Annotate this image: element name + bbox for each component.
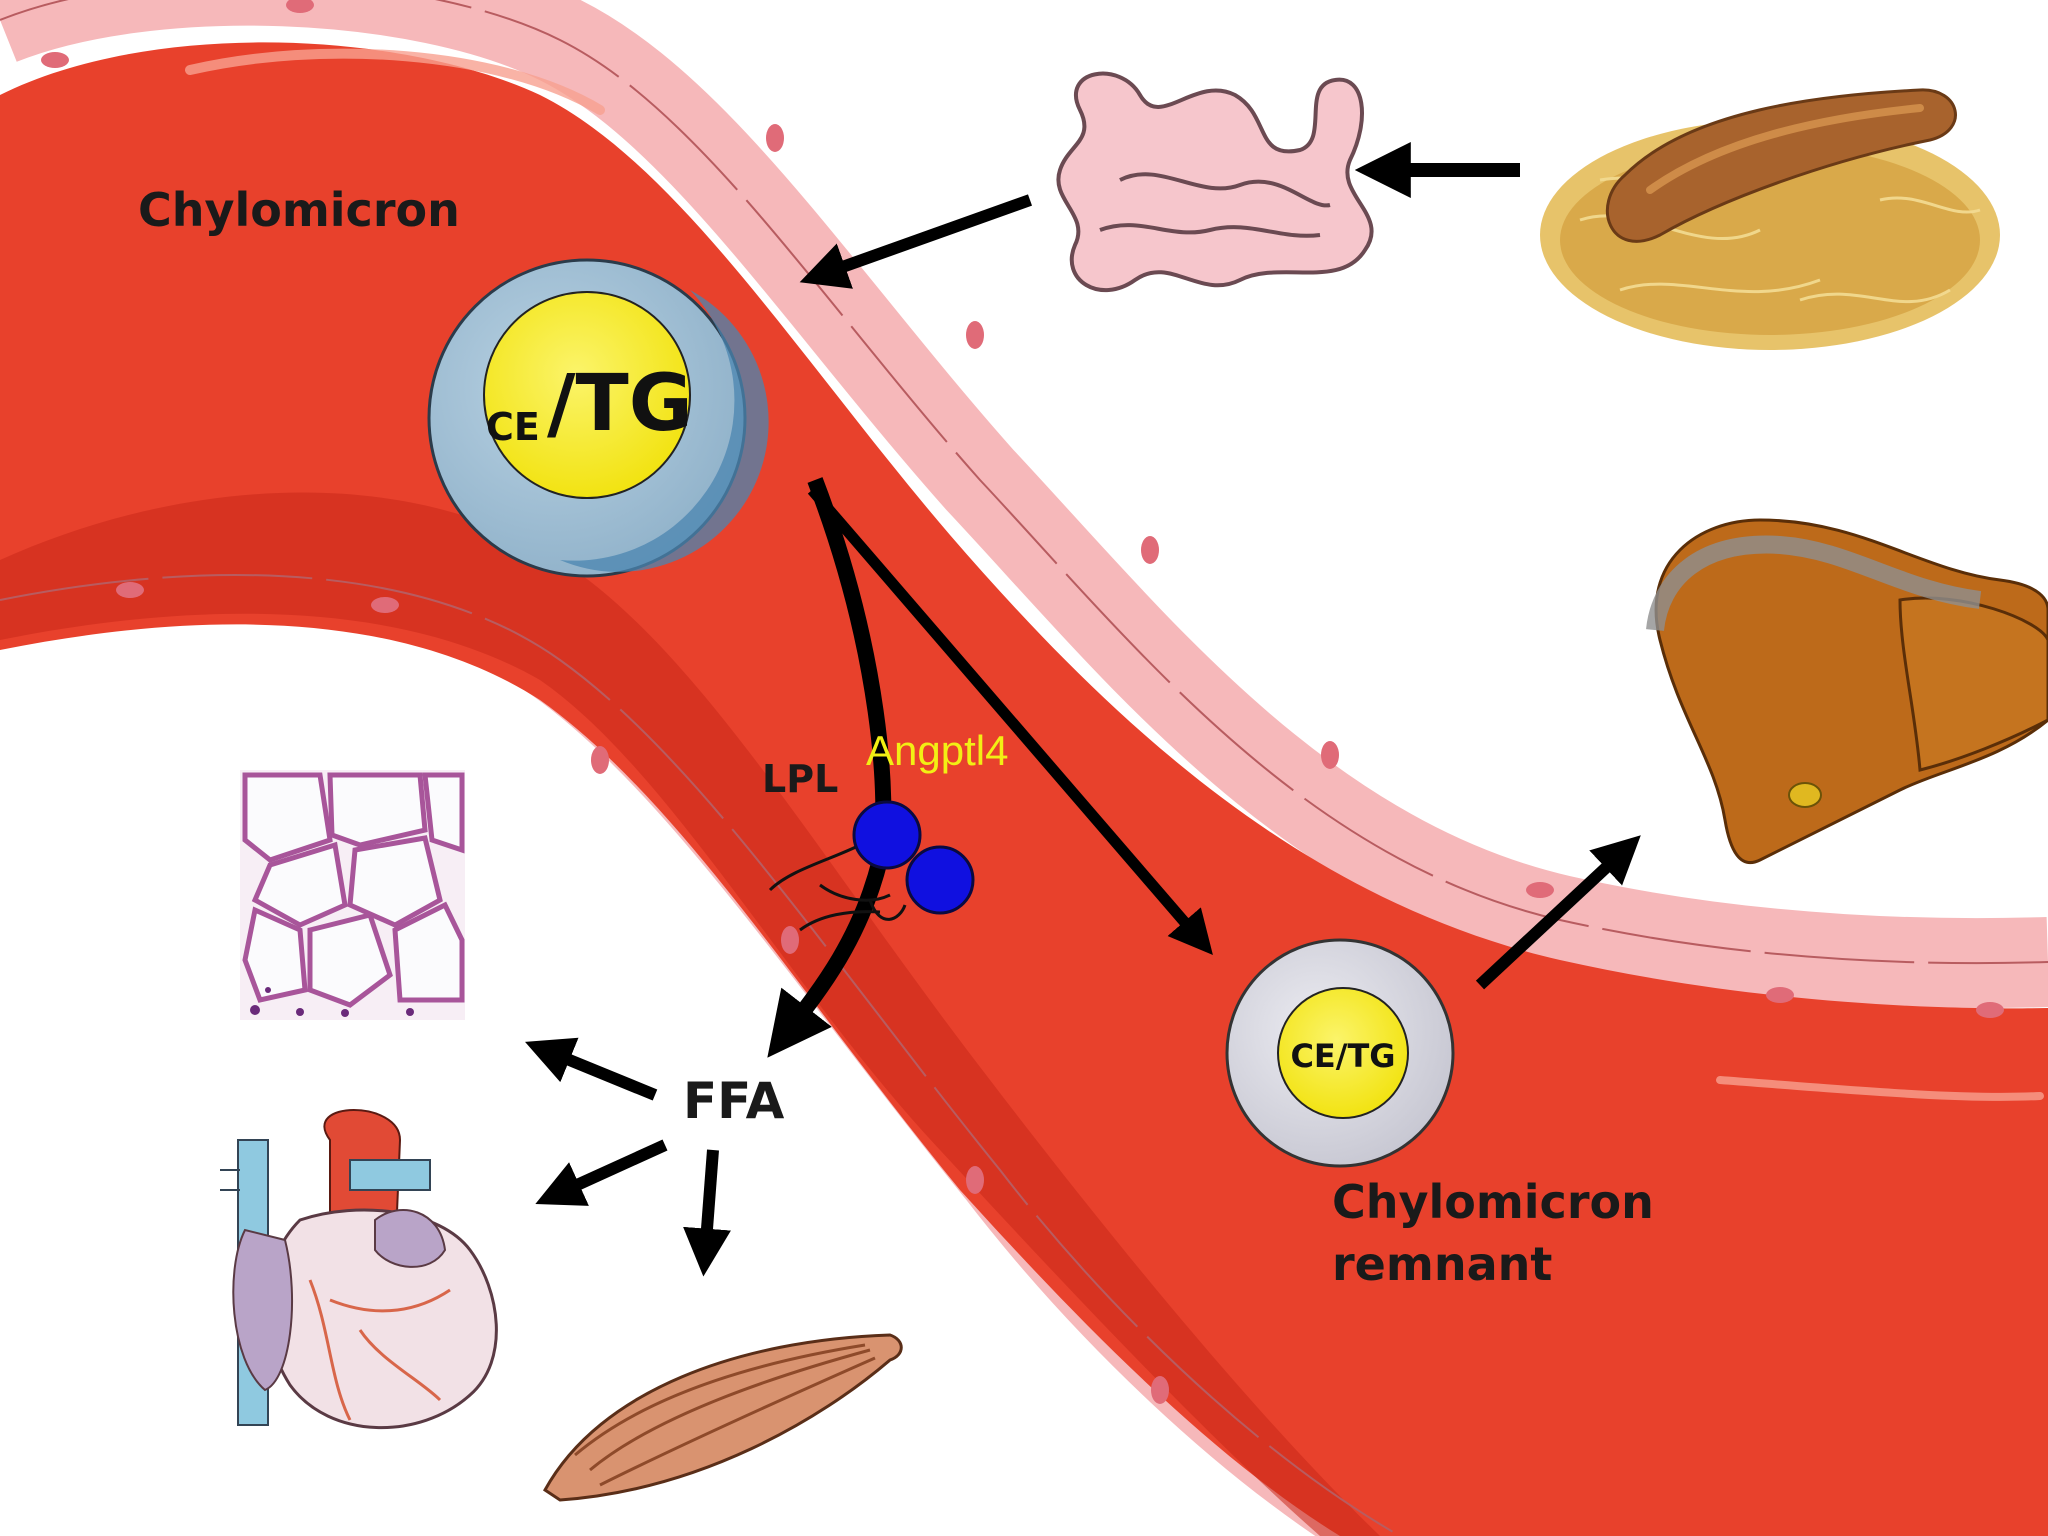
- remnant-core: [1277, 987, 1409, 1119]
- remnant-label-line1: Chylomicron: [1332, 1175, 1654, 1229]
- core-tg-label: /TG: [547, 359, 693, 449]
- remnant-label-line2: remnant: [1332, 1237, 1552, 1291]
- remnant-to-liver-arrow: [1475, 835, 1641, 990]
- chylomicron-particle: CE /TG: [427, 258, 769, 578]
- lpl-complex: [768, 800, 975, 932]
- sausage-sauerkraut-image: [1540, 88, 2000, 350]
- lpl-label: LPL: [762, 757, 838, 801]
- liver-icon: [1646, 518, 2048, 864]
- ffa-to-adipose-arrow: [525, 1037, 658, 1101]
- core-ce-label: CE: [486, 405, 540, 449]
- chylomicron-core: [483, 291, 691, 499]
- muscle-icon: [543, 1333, 903, 1502]
- vessel-highlight-lower: [1716, 1076, 2044, 1101]
- chylomicron-to-remnant-arrow: [807, 486, 1213, 955]
- angptl4-label: Angptl4: [866, 727, 1008, 774]
- remnant-core-label: CE/TG: [1290, 1037, 1395, 1075]
- vessel-lumen-shadow: [0, 492, 1380, 1536]
- vessel-cell-nuclei: [41, 0, 2004, 1404]
- intestine-icon: [1056, 71, 1374, 292]
- chylomicron-label: Chylomicron: [138, 183, 460, 237]
- vessel-highlight: [185, 48, 605, 115]
- heart-icon: [220, 1109, 498, 1429]
- adipose-tissue-image: [240, 770, 465, 1020]
- ffa-to-heart-arrow: [535, 1139, 668, 1206]
- chylomicron-remnant-particle: CE/TG: [1225, 938, 1455, 1168]
- lpl-molecule-2: [905, 845, 975, 915]
- lpl-molecule-1: [852, 800, 922, 870]
- intestine-to-chylomicron-arrow: [799, 194, 1033, 289]
- ffa-label: FFA: [683, 1072, 785, 1130]
- ffa-to-muscle-arrow: [683, 1149, 731, 1277]
